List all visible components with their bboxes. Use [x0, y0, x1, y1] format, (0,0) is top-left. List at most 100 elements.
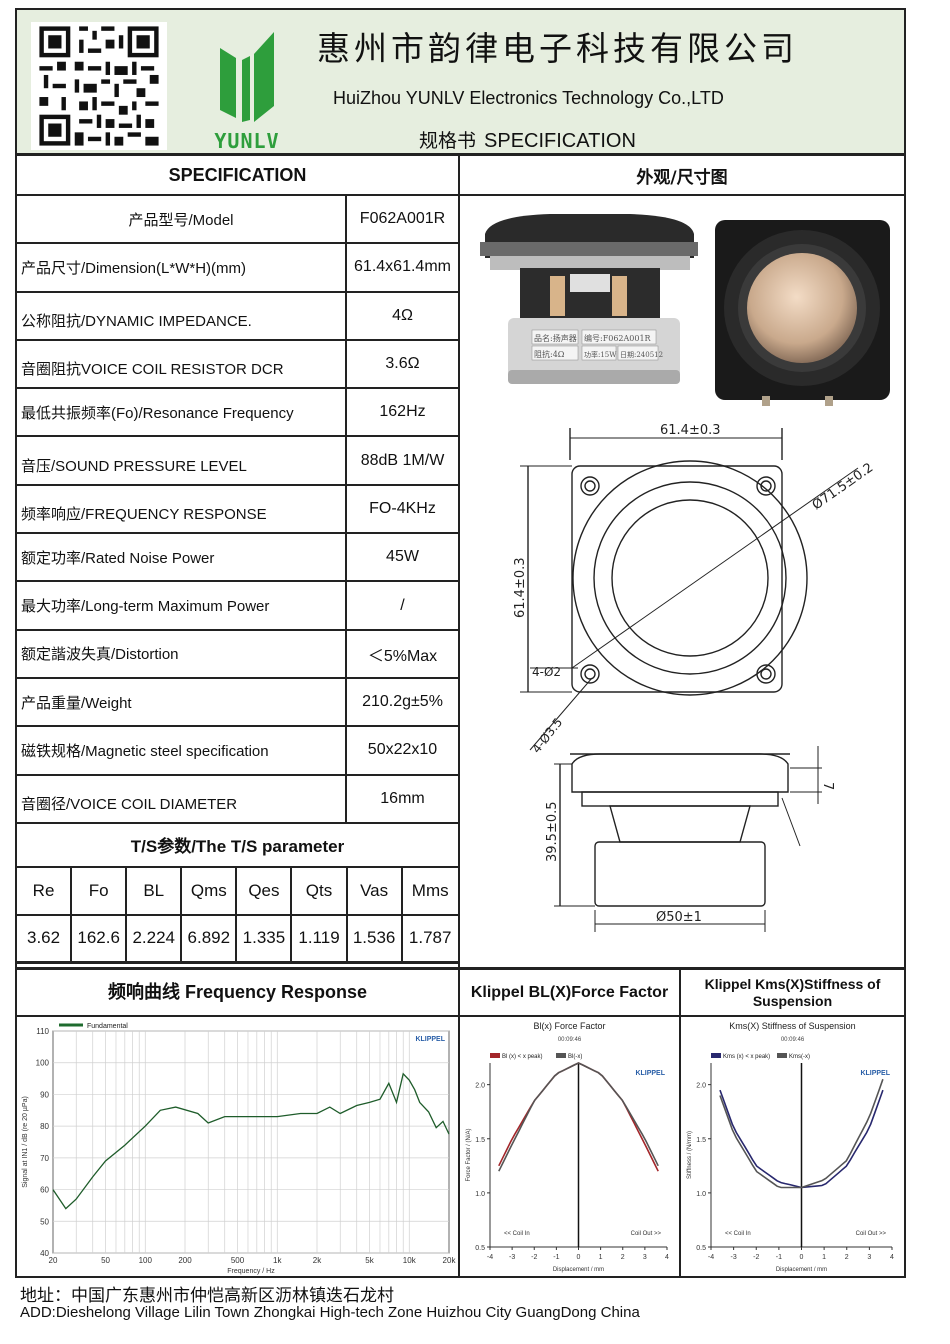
x-tick-label: -4 [487, 1254, 493, 1261]
x-tick-label: -2 [753, 1254, 759, 1261]
x-tick-label: 2 [845, 1254, 849, 1261]
plot-area [52, 1030, 450, 1254]
series-line-fundamental [52, 1072, 450, 1210]
spec-value: 61.4x61.4mm [354, 258, 451, 276]
spec-sheet: YUNLV 惠州市韵律电子科技有限公司 HuiZhou YUNLV Electr… [15, 8, 906, 1278]
spec-label: 额定諧波失真/Distortion [17, 630, 347, 677]
legend-swatch [556, 1053, 566, 1058]
series-line-1 [719, 1078, 884, 1189]
company-name-cn: 惠州市韵律电子科技有限公司 [317, 29, 798, 68]
dim-width: 61.4±0.3 [660, 423, 721, 438]
klippel-logo: KLIPPEL [415, 1036, 445, 1043]
qr-code-icon [31, 22, 167, 150]
bl-panel: Klippel BL(X)Force Factor Bl(x) Force Fa… [460, 970, 679, 1276]
spec-table: SPECIFICATION 产品型号/Model F062A001R 产品尺寸/D… [17, 156, 458, 964]
y-tick-label: 1.0 [696, 1191, 706, 1198]
chart-time: 00:09:46 [558, 1037, 582, 1043]
y-tick-label: 60 [40, 1186, 49, 1195]
ts-value-cell: 1.119 [292, 915, 348, 961]
spec-value: 162Hz [379, 403, 426, 421]
x-tick-label: 0 [577, 1254, 581, 1261]
spec-row: 最大功率/Long-term Maximum Power/ [17, 582, 458, 631]
ts-header-cell: Re [17, 867, 73, 914]
spec-value: 50x22x10 [367, 741, 438, 759]
x-tick-label: -2 [531, 1254, 537, 1261]
spec-row: 公称阻抗/DYNAMIC IMPEDANCE.4Ω [17, 292, 458, 341]
chart-title: Kms(X) Stiffness of Suspension [729, 1021, 855, 1031]
x-tick-label: 1k [273, 1256, 282, 1265]
spec-value: 210.2g±5% [362, 693, 443, 711]
ts-value-cell: 3.62 [17, 915, 73, 961]
kms-panel-title: Klippel Kms(X)Stiffness of Suspension [681, 970, 904, 1017]
ts-header-cell: BL [127, 867, 183, 914]
chart-time: 00:09:46 [781, 1037, 805, 1043]
x-tick-label: 100 [139, 1256, 153, 1265]
chart-divider [679, 970, 681, 1276]
spec-title-cn: 规格书 [419, 130, 477, 152]
y-tick-label: 1.5 [475, 1137, 485, 1144]
spec-label: 额定功率/Rated Noise Power [17, 534, 347, 581]
ts-header-cell: Vas [348, 867, 403, 914]
x-tick-label: -1 [776, 1254, 782, 1261]
x-tick-label: 4 [890, 1254, 894, 1261]
spec-label: 产品尺寸/Dimension(L*W*H)(mm) [17, 244, 347, 291]
svg-text:YUNLV: YUNLV [214, 129, 279, 153]
spec-label: 音压/SOUND PRESSURE LEVEL [17, 437, 347, 484]
ts-header-cell: Qes [237, 867, 293, 914]
spec-value: ＜5%Max [367, 647, 438, 665]
spec-label: 音圈阻抗VOICE COIL RESISTOR DCR [17, 340, 347, 388]
coil-out-label: Coil Out >> [631, 1231, 662, 1237]
legend-label: Bl(-x) [568, 1054, 582, 1060]
x-tick-label: 1 [822, 1254, 826, 1261]
ts-title: T/S参数/The T/S parameter [17, 824, 458, 868]
x-tick-label: -3 [509, 1254, 515, 1261]
ts-header-cell: Mms [411, 880, 449, 900]
front-outline-drawing [520, 428, 859, 751]
dim-hole-a: 4-Ø2 [532, 665, 561, 679]
ts-value-cell: 162.6 [72, 915, 128, 961]
svg-text:日期:240512: 日期:240512 [620, 351, 663, 359]
legend-swatch [490, 1053, 500, 1058]
spec-row: 产品尺寸/Dimension(L*W*H)(mm) 61.4x61.4mm [17, 244, 458, 293]
address-en: ADD:Dieshelong Village Lilin Town Zhongk… [20, 1304, 640, 1321]
ts-value-cell: 1.536 [348, 915, 403, 961]
yunlv-logo: YUNLV [214, 32, 279, 153]
y-tick-label: 50 [40, 1217, 49, 1226]
svg-text:功率:15W: 功率:15W [584, 350, 617, 359]
x-tick-label: -4 [708, 1254, 714, 1261]
ts-value-row: 3.62 162.6 2.224 6.892 1.335 1.119 1.536… [17, 915, 458, 964]
freq-panel-title: 频响曲线 Frequency Response [17, 970, 458, 1017]
spec-value: F062A001R [359, 210, 446, 228]
ts-header-cell: Qts [292, 867, 348, 914]
x-tick-label: -1 [553, 1254, 559, 1261]
x-tick-label: 1 [599, 1254, 603, 1261]
spec-label: 产品型号/Model [17, 196, 347, 243]
ts-header-cell: Qms [182, 867, 238, 914]
spec-table-title: SPECIFICATION [17, 156, 458, 196]
x-tick-label: -3 [731, 1254, 737, 1261]
legend-swatch [777, 1053, 787, 1058]
svg-text:编号:F062A001R: 编号:F062A001R [584, 333, 652, 343]
ts-value-cell: 1.787 [408, 928, 452, 948]
column-divider [458, 156, 460, 968]
dim-magnet: Ø50±1 [656, 910, 702, 925]
spec-value: 3.6Ω [385, 355, 420, 373]
ts-header-cell: Fo [72, 867, 128, 914]
address-cn: 地址：中国广东惠州市仲恺高新区沥林镇迭石龙村 [20, 1286, 394, 1306]
header: YUNLV 惠州市韵律电子科技有限公司 HuiZhou YUNLV Electr… [17, 10, 904, 156]
section-divider [17, 967, 904, 970]
spec-title-en: SPECIFICATION [484, 130, 636, 152]
y-tick-label: 100 [36, 1059, 50, 1068]
x-tick-label: 2 [621, 1254, 625, 1261]
dim-hole-b: 4-Ø3.5 [529, 715, 565, 756]
x-tick-label: 10k [403, 1256, 417, 1265]
legend-label: Bl (x) < x peak) [502, 1054, 543, 1060]
ts-header-row: Re Fo BL Qms Qes Qts Vas Mms [17, 867, 458, 916]
